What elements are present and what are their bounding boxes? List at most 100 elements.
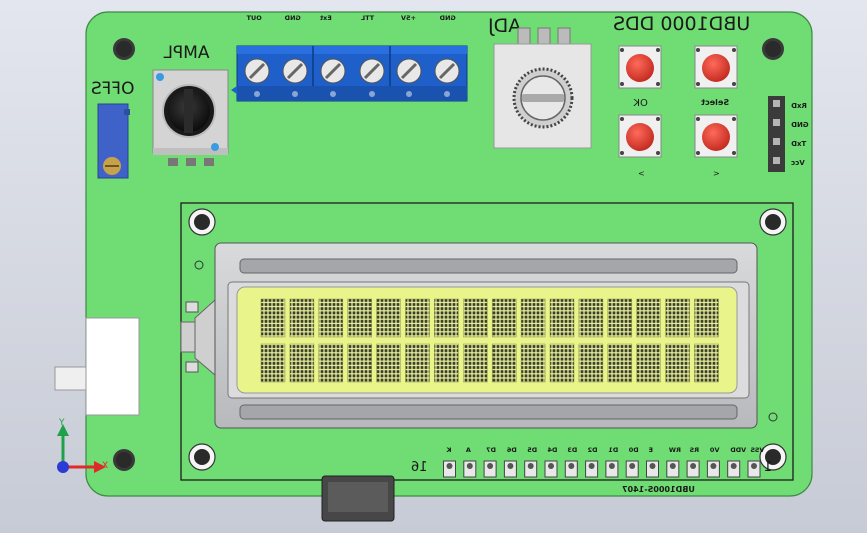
ampl-potentiometer[interactable] [152,69,229,166]
left-button[interactable] [618,114,662,158]
lcd-pin-label: VSS [750,446,764,454]
offs-trimmer[interactable] [97,103,130,179]
adj-rotary-encoder[interactable] [493,27,592,149]
lcd-character-cell [636,298,661,338]
lcd-character-cell [289,298,315,338]
lcd-character-cell [549,343,575,383]
lcd-pin-label: RW [669,446,681,454]
lcd-character-cell [463,343,488,383]
lcd-character-cell [434,343,459,383]
lcd-pin-hole [649,463,656,469]
lcd-character-cell [434,298,459,338]
lcd-pin-label: D0 [628,446,638,454]
lcd-character-cell [607,343,633,383]
terminal-pin-label: Ext [320,14,332,22]
lcd-pin-label: VDD [730,446,746,454]
lcd-character-cell [405,298,430,338]
right-button[interactable] [694,114,738,158]
lcd-character-cell [463,298,488,338]
lcd-pin-hole [608,463,615,469]
lcd-character-cell [491,343,517,383]
lcd-character-cell [260,298,286,338]
dc-jack[interactable] [54,317,140,416]
lcd-pin-hole [568,463,575,469]
lcd-character-cell [578,298,604,338]
lcd-pin-label: D2 [588,446,598,454]
lcd-character-cell [347,298,372,338]
mounting-hole [113,449,135,471]
screw-terminal-block[interactable] [231,45,468,102]
lcd-character-cell [578,343,604,383]
lcd-pin-header[interactable] [443,460,761,478]
ok-button[interactable] [618,45,662,89]
lcd-character-cell [665,298,690,338]
serial-pin-labels: RxD GND TxD Vcc [791,102,809,167]
axis-x-label: X [102,461,108,471]
select-button[interactable] [694,45,738,89]
lcd-pin-label: D1 [608,446,618,454]
lcd-pin-hole [710,463,717,469]
lcd-character-cell [549,298,575,338]
serial-pin-label: TxD [791,140,806,148]
lcd-character-cell [318,298,344,338]
board-title: UBD1000 DDS [613,13,750,35]
terminal-pin-label: GND [284,14,301,22]
lcd-character-cell [665,343,690,383]
lcd-pin-label: D5 [527,446,537,454]
lcd-pin-hole [751,463,757,469]
select-label: Select [701,98,729,107]
lcd-character-cell [318,343,344,383]
lcd-character-cell [491,298,517,338]
lcd-pin-hole [629,463,636,469]
lcd-character-cell [636,343,661,383]
terminal-pin-label: OUT [246,14,262,22]
lcd-pin-label: K [446,446,452,454]
lcd-pin-hole [730,463,737,469]
lcd-character-cell [694,298,719,338]
terminal-pin-label: TTL [361,14,374,22]
right-label: > [713,169,720,178]
ok-label: OK [633,98,648,109]
lcd-character-cell [376,343,401,383]
lcd-character-cells [260,298,719,383]
lcd-pin-hole [690,463,697,469]
serial-pin-label: GND [791,121,809,129]
pcb-revision-label: UBD1000S-1407 [622,485,695,494]
mounting-hole [113,38,135,60]
lcd-character-cell [520,298,546,338]
lcd-pin-hole [669,463,676,469]
lcd-pin[interactable] [503,460,517,478]
lcd-character-cell [607,298,633,338]
axis-triad: Y X [57,418,108,473]
lcd-pin-label: A [466,446,471,454]
lcd-screen [236,286,738,394]
lcd-pin-hole [548,463,554,469]
serial-pin-label: RxD [791,102,807,110]
terminal-pin-label: +5V [401,14,416,22]
lcd-pin-hole [446,463,453,469]
lcd-pin-label: D6 [506,446,516,454]
serial-pin-label: Vcc [791,159,805,167]
lcd-pin-label: V0 [709,446,719,454]
lcd-pin-hole [588,463,595,469]
mounting-hole [762,38,784,60]
adj-label: ADJ [488,15,521,37]
offs-label: OFFS [91,79,134,99]
serial-header[interactable] [768,96,785,172]
lcd-pin-label: D3 [567,446,577,454]
lcd-pin-label: RS [689,446,699,454]
lcd-pin-last-label: 1 [764,460,772,475]
lcd-pin-hole [466,463,473,469]
lcd-pin-label: E [649,446,653,454]
lcd-character-cell [520,343,546,383]
bottom-connector[interactable] [321,475,395,522]
lcd-pin-label: D7 [486,446,496,454]
ampl-label: AMPL [163,43,210,63]
terminal-pin-labels: OUT GND Ext TTL +5V GND [246,14,456,22]
lcd-character-cell [405,343,430,383]
lcd-character-cell [376,298,401,338]
lcd-character-cell [289,343,315,383]
lcd-character-cell [694,343,719,383]
